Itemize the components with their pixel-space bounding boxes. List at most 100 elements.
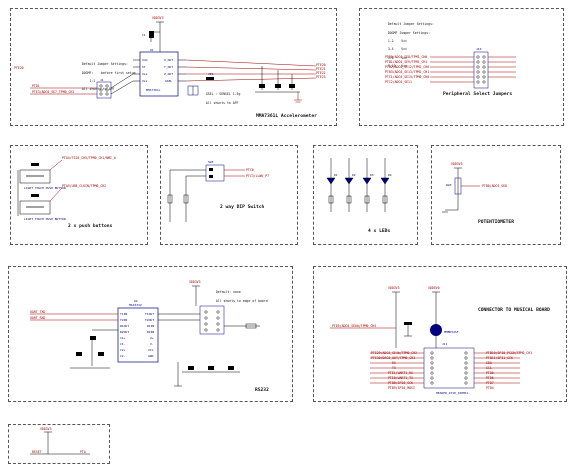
connector-net-l2: RX	[392, 361, 396, 365]
misc-net-1: PTA	[80, 450, 86, 454]
led-ref-2: D3	[370, 173, 374, 177]
accel-title: MMA7361L Accelerometer	[256, 114, 317, 119]
connector-net-r7: PTD4	[486, 386, 494, 390]
jumpers-net-5: PTC2/ADC0_SE11	[385, 80, 412, 84]
dip-net-1: PTC3/LLWU_P7	[246, 174, 270, 178]
pot-title: POTENTIOMETER	[478, 220, 514, 225]
accel-net-r3: PTE23	[316, 75, 326, 79]
connector-net-l7: PTB9/SPI0_MOSI	[388, 386, 415, 390]
rs232-note: Default: none All shunts to edge of boar…	[215, 290, 268, 303]
connector-block	[313, 266, 567, 402]
button1-net: PTA4/TSI0_CH5/TPM0_CH1/NMI_b	[62, 156, 116, 160]
jumpers-net-3: PTB3/ADC0_SE13/TPM2_CH1	[385, 70, 430, 74]
dip-switch-block	[160, 145, 298, 245]
connector-fuse: MMBD54SF	[444, 330, 459, 334]
jumpers-net-4: PTC1/ADC0_SE15/TPM0_CH0	[385, 75, 430, 79]
accel-jumper-ref: JP1	[208, 72, 214, 76]
connector-net-l1: PTE30/DAC0_OUT/TPM0_CH3	[371, 356, 416, 360]
accel-jumper-note: Default Jumper Settings: DOGMF: before f…	[81, 62, 136, 92]
connector-power-0: VDD3V3	[388, 286, 400, 290]
dip-ref: SW3	[208, 160, 214, 164]
rs232-pin-r3: R2IN	[147, 330, 155, 334]
misc-power: VDD3V3	[40, 427, 52, 431]
accel-conn-ref: J1	[100, 78, 104, 82]
jumpers-header-ref: J10	[476, 47, 482, 51]
jumpers-net-0: PTB0/ADC0_SE8/TPM1_CH0	[385, 55, 428, 59]
rs232-pin-r4: V+	[150, 336, 154, 340]
connector-ref: J11	[442, 342, 448, 346]
connector-net-r1: PTB11/SPI1_SCK	[486, 356, 513, 360]
accel-pin-l1: ST	[142, 65, 146, 69]
rs232-net-0: UART_TXD	[30, 310, 46, 314]
rs232-pin-l4: C1+	[120, 336, 126, 340]
jumpers-net-2: PTB2/ADC0_SE12/TPM2_CH0	[385, 65, 430, 69]
connector-net-top: PTD5/ADC0_SE6b/TPM0_CH5	[332, 324, 377, 328]
misc-net-0: RESET	[32, 450, 42, 454]
jumpers-note: Default Jumper Settings: DOGMF Jumper Se…	[387, 22, 434, 69]
rs232-pin-r6: VCC	[148, 348, 154, 352]
connector-net-l4: PTE1/UART1_RX	[388, 371, 413, 375]
rs232-net-1: UART_RXD	[30, 316, 46, 320]
potentiometer-block	[431, 145, 561, 245]
button2-label: LIGHT TOUCH PUSH BUTTON	[24, 217, 66, 221]
connector-net-l6: PTB8/SPI0_SCK	[388, 381, 413, 385]
connector-net-r4: PTD0	[486, 371, 494, 375]
accel-pin-r3: GSEL	[165, 79, 173, 83]
rs232-pin-l5: C1-	[120, 342, 126, 346]
rs232-power: VDD3V3	[189, 280, 201, 284]
led-ref-3: D4	[388, 173, 392, 177]
rs232-pin-r7: GND	[148, 354, 154, 358]
pot-net: PTB0/ADC0_SE8	[482, 184, 507, 188]
connector-net-r0: PTB10/SPI0_PCS0/TPM0_CH1	[486, 351, 533, 355]
connector-net-r3: SCL	[486, 366, 492, 370]
rs232-chip-part: MAX3232	[129, 303, 142, 307]
accel-pin-l2: Vss	[142, 72, 148, 76]
push-buttons-block	[10, 145, 148, 245]
dip-net-0: PTC0	[246, 168, 254, 172]
accel-net-r2: PTE22	[316, 71, 326, 75]
connector-title: CONNECTOR TO MUSICAL BOARD	[478, 308, 550, 313]
pot-power: VDD3V3	[451, 162, 463, 166]
leds-block	[313, 145, 418, 245]
accelerometer-block	[10, 8, 337, 126]
accel-cap-ref: C1	[142, 33, 146, 37]
accel-pin-l3: Vss	[142, 79, 148, 83]
accel-pin-r1: Y_OUT	[164, 65, 174, 69]
jumpers-title: Peripheral Select Jumpers	[443, 92, 513, 97]
connector-net-r2: SDA	[486, 361, 492, 365]
accel-net-l2: PTE20	[14, 66, 24, 70]
accel-net-l0: PTD1	[32, 84, 40, 88]
rs232-pin-r0: T1OUT	[145, 312, 155, 316]
peripheral-jumpers-block	[359, 8, 564, 126]
accel-net-l1: PTE3/ADC0_SE7_TPM0_CH1	[32, 90, 75, 94]
accel-chip-ref: U1	[150, 48, 154, 52]
button1-label: LIGHT TOUCH PUSH BUTTON	[24, 186, 66, 190]
accel-pin-r2: Z_OUT	[164, 72, 174, 76]
dip-title: 2 way DIP Switch	[220, 205, 265, 210]
rs232-pin-l2: R1OUT	[120, 324, 130, 328]
accel-gsel-note: GSEL : SENSEL 1.5g All shunts to APF	[205, 92, 241, 105]
pot-ref: R20	[446, 183, 452, 187]
connector-footer: HEADER_2X10_100MIL	[436, 391, 469, 395]
rs232-pin-l3: R2OUT	[120, 330, 130, 334]
rs232-pin-r1: T2OUT	[145, 318, 155, 322]
led-ref-0: D1	[334, 173, 338, 177]
jumpers-net-1: PTB1/ADC0_SE9/TPM1_CH1	[385, 60, 428, 64]
accel-pin-l0: Vdd	[142, 58, 148, 62]
rs232-pin-l0: T1IN	[120, 312, 128, 316]
rs232-block	[8, 266, 293, 402]
connector-power-1: VDD5V0	[428, 286, 440, 290]
accel-net-r1: PTE21	[316, 67, 326, 71]
led-ref-1: D2	[352, 173, 356, 177]
rs232-chip-ref: U2	[134, 299, 138, 303]
buttons-title: 2 x push buttons	[68, 224, 113, 229]
rs232-pin-l7: C2-	[120, 354, 126, 358]
connector-net-l5: PTE0/UART1_TX	[388, 376, 413, 380]
connector-net-r6: PTD7	[486, 381, 494, 385]
button2-net: PTA5/USB_CLKIN/TPM0_CH2	[62, 184, 107, 188]
accel-pin-r0: X_OUT	[164, 58, 174, 62]
connector-net-r5: PTD6	[486, 376, 494, 380]
leds-title: 4 x LEDs	[368, 229, 391, 234]
accel-chip-part: MMA7361L	[146, 88, 161, 92]
